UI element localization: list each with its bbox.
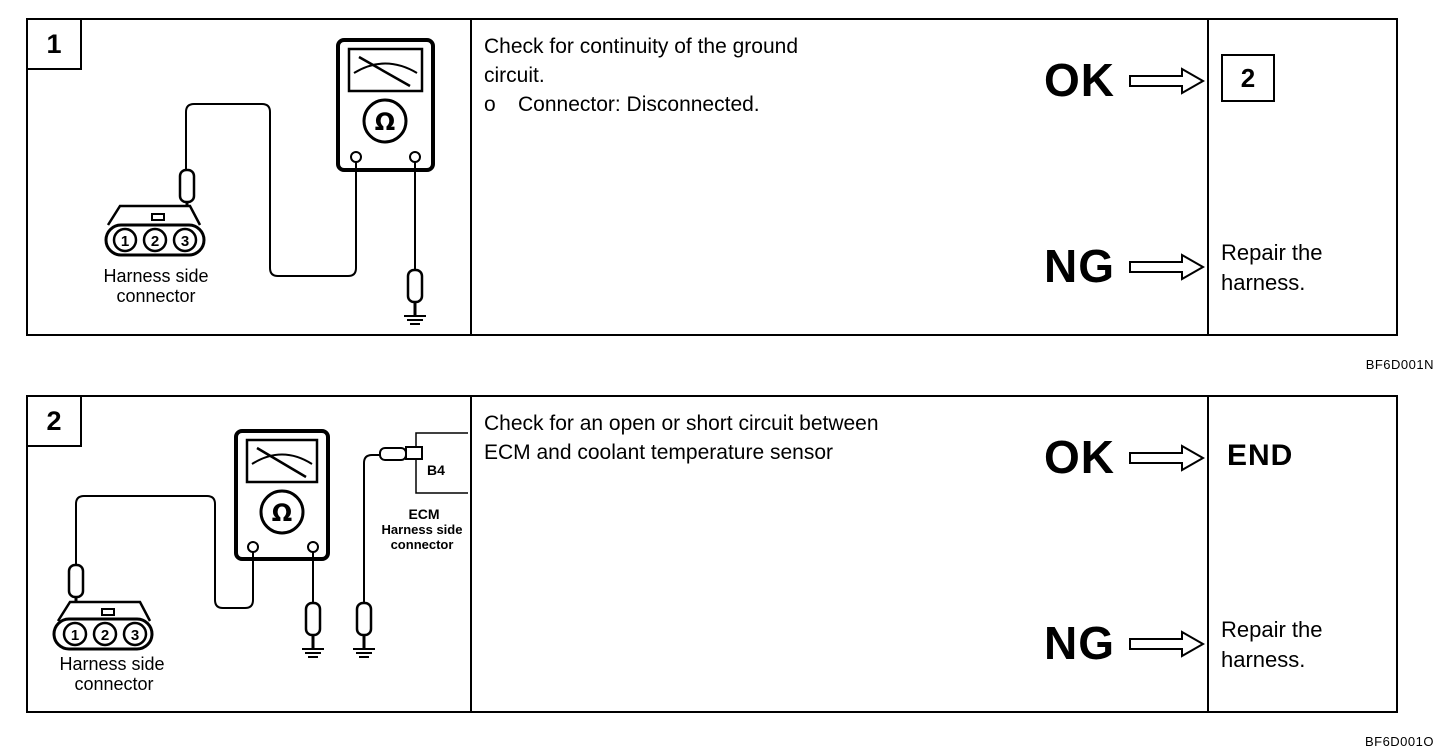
connector-pin-3: 3 [131, 627, 139, 644]
description-bullet: o Connector: Disconnected. [484, 90, 798, 119]
ng-action: Repair the harness. [1221, 238, 1323, 298]
step-1-wiring-diagram: Ω [103, 38, 435, 325]
connector-pin-2: 2 [101, 627, 109, 644]
ecm-pin-label: B4 [427, 462, 445, 478]
diagnostic-step-2: 2 Ω [26, 395, 1398, 713]
ecm-connector-icon: B4 [405, 432, 468, 494]
description-line: ECM and coolant temperature sensor [484, 441, 834, 464]
ecm-label-line3: connector [391, 537, 454, 552]
ng-action-line: harness. [1221, 270, 1306, 295]
connector-pin-2: 2 [151, 233, 159, 250]
ng-action-line: Repair the [1221, 240, 1323, 265]
connector-pin-1: 1 [121, 233, 129, 250]
description-line: circuit. [484, 64, 545, 87]
next-step-box: 2 [1221, 54, 1275, 102]
figure-reference: BF6D001O [1364, 734, 1434, 749]
ng-label: NG [1044, 240, 1115, 292]
step-number-box: 2 [28, 397, 82, 447]
meter-ohm-symbol: Ω [375, 108, 395, 136]
ground-icon [404, 268, 426, 325]
ecm-label-line1: ECM [408, 506, 439, 522]
ng-action-line: harness. [1221, 647, 1306, 672]
description-line: Check for an open or short circuit betwe… [484, 412, 879, 435]
step-2-result-cell: END Repair the harness. [1209, 397, 1396, 711]
ng-action: Repair the harness. [1221, 615, 1323, 675]
ohmmeter-icon: Ω [336, 38, 435, 172]
diagnostic-step-1: 1 Ω [26, 18, 1398, 336]
step-1-description-cell: Check for continuity of the ground circu… [472, 20, 1209, 334]
ng-action-line: Repair the [1221, 617, 1323, 642]
ground-icon [302, 601, 324, 658]
ground-icon [353, 601, 375, 658]
bullet-text: Connector: Disconnected. [518, 93, 760, 116]
arrow-right-icon [1129, 67, 1206, 95]
arrow-right-icon [1129, 253, 1206, 281]
bullet-mark: o [484, 93, 496, 116]
step-2-description-cell: Check for an open or short circuit betwe… [472, 397, 1209, 711]
arrow-right-icon [1129, 444, 1206, 472]
step-2-illustration-cell: 2 Ω [28, 397, 472, 711]
end-label: END [1227, 439, 1294, 472]
step-description: Check for an open or short circuit betwe… [484, 409, 879, 467]
arrow-right-icon [1129, 630, 1206, 658]
ohmmeter-icon: Ω [234, 429, 330, 561]
description-line: Check for continuity of the ground [484, 35, 799, 58]
connector-pin-1: 1 [71, 627, 79, 644]
harness-connector-icon: 1 2 3 [104, 204, 206, 257]
ok-label: OK [1044, 54, 1115, 106]
figure-reference: BF6D001N [1365, 357, 1434, 372]
step-number-box: 1 [28, 20, 82, 70]
step-2-wiring-diagram: Ω [52, 429, 468, 694]
step-1-result-cell: 2 Repair the harness. [1209, 20, 1396, 334]
connector-label-line2: connector [74, 674, 153, 694]
connector-label-line1: Harness side [103, 266, 208, 286]
step-1-illustration-cell: 1 Ω [28, 20, 472, 334]
connector-label-line2: connector [116, 286, 195, 306]
ecm-label-line2: Harness side [382, 522, 463, 537]
meter-ohm-symbol: Ω [272, 499, 292, 527]
connector-label-line1: Harness side [59, 654, 164, 674]
connector-pin-3: 3 [181, 233, 189, 250]
step-description: Check for continuity of the ground circu… [484, 32, 798, 119]
harness-connector-icon: 1 2 3 [52, 600, 154, 651]
ng-label: NG [1044, 617, 1115, 669]
ok-label: OK [1044, 431, 1115, 483]
